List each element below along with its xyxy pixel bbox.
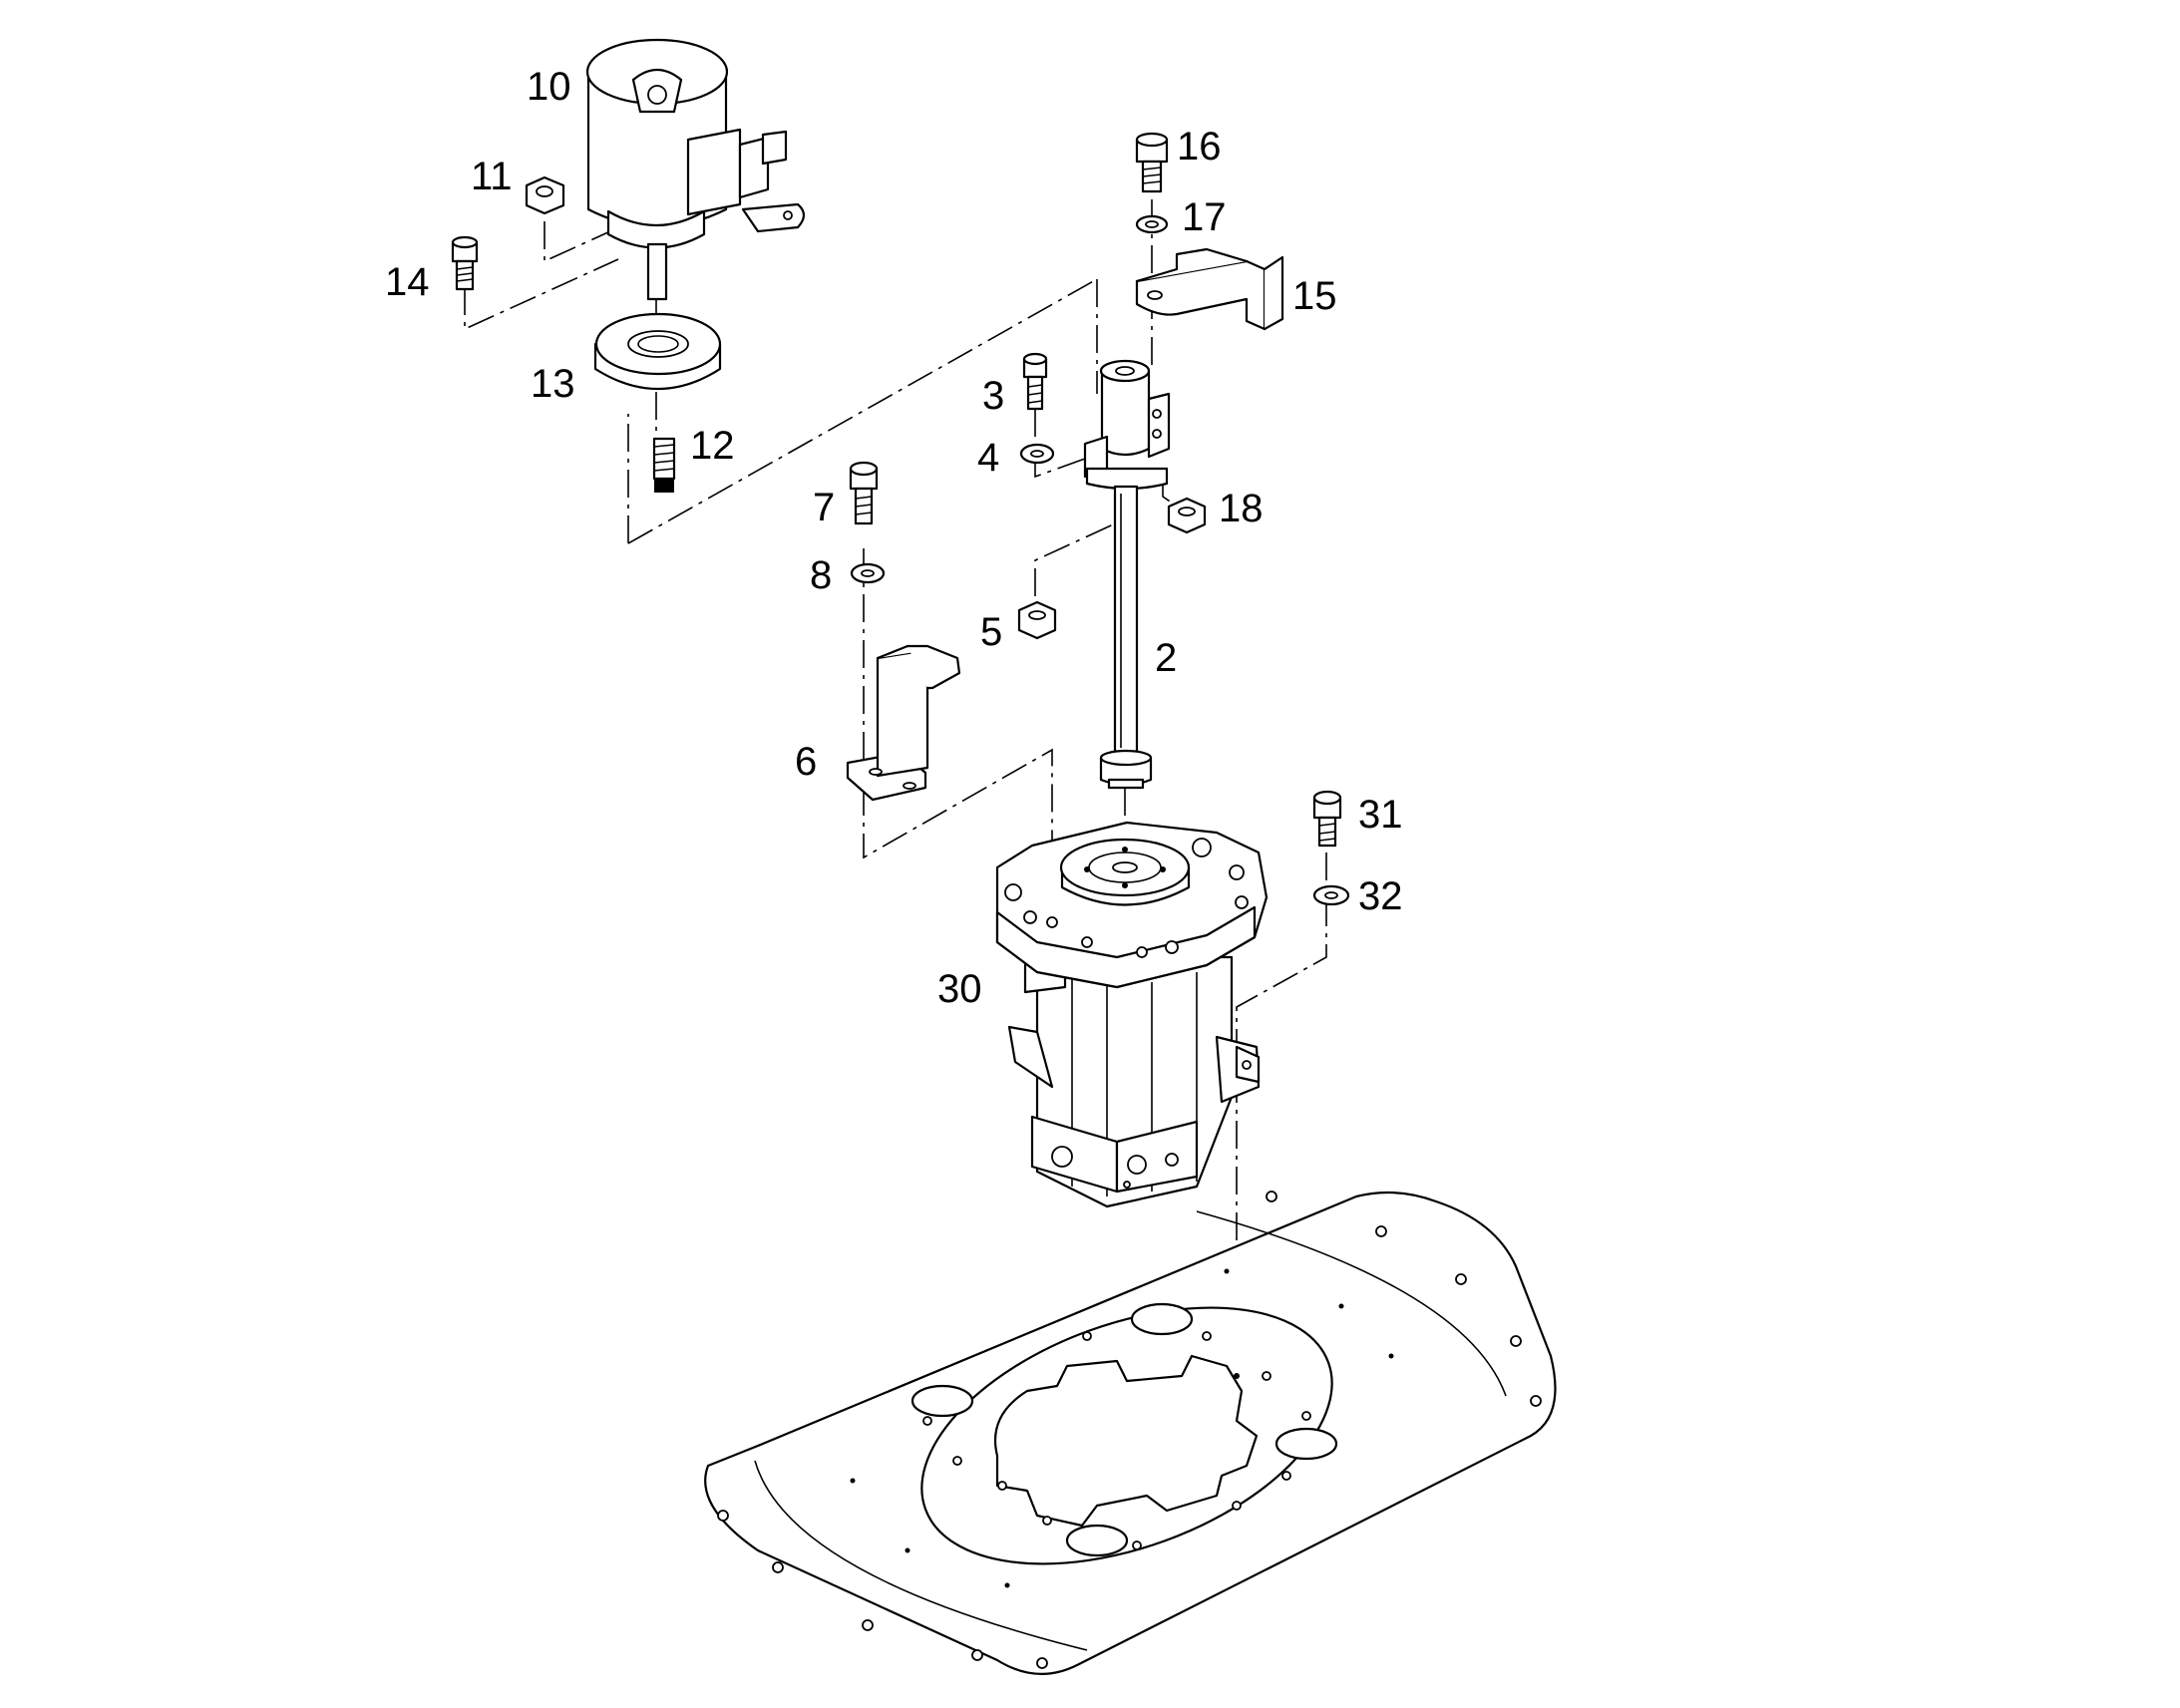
callout-30: 30 bbox=[937, 967, 982, 1011]
washer-4 bbox=[1019, 443, 1055, 465]
bolt-14 bbox=[451, 235, 479, 291]
callout-14: 14 bbox=[385, 260, 430, 304]
callout-4: 4 bbox=[977, 436, 999, 480]
set-screw-12 bbox=[652, 437, 676, 493]
callout-6: 6 bbox=[795, 740, 817, 784]
bolt-16 bbox=[1135, 132, 1169, 193]
bracket-15 bbox=[1135, 247, 1284, 331]
nut-5 bbox=[1017, 600, 1057, 640]
washer-17 bbox=[1135, 214, 1169, 234]
callout-32: 32 bbox=[1358, 874, 1403, 918]
callout-8: 8 bbox=[810, 553, 832, 597]
callout-17: 17 bbox=[1182, 195, 1227, 239]
nut-11 bbox=[525, 175, 565, 215]
callout-11: 11 bbox=[471, 155, 513, 198]
mounting-ring-13 bbox=[593, 312, 722, 391]
callout-7: 7 bbox=[813, 486, 835, 529]
washer-8 bbox=[850, 562, 886, 584]
bracket-6 bbox=[846, 644, 961, 802]
callout-2: 2 bbox=[1155, 636, 1177, 680]
callout-16: 16 bbox=[1177, 125, 1222, 169]
encoder-motor-10 bbox=[585, 38, 806, 301]
callout-10: 10 bbox=[527, 65, 571, 109]
bolt-3 bbox=[1022, 352, 1048, 411]
bolt-7 bbox=[849, 461, 879, 525]
callout-31: 31 bbox=[1358, 793, 1403, 837]
callout-18: 18 bbox=[1219, 487, 1264, 530]
callout-5: 5 bbox=[980, 610, 1002, 654]
shaft-coupling bbox=[1083, 359, 1171, 491]
washer-32 bbox=[1312, 884, 1350, 906]
nut-18 bbox=[1167, 497, 1207, 534]
callout-labels: 10 11 14 13 12 16 17 15 3 4 18 7 8 5 2 6… bbox=[385, 65, 1403, 1011]
bolt-31 bbox=[1312, 790, 1342, 848]
callout-3: 3 bbox=[982, 374, 1004, 418]
base-plate bbox=[704, 1191, 1557, 1675]
drive-shaft-2 bbox=[1099, 485, 1153, 790]
drive-motor-30 bbox=[995, 821, 1269, 1208]
callout-15: 15 bbox=[1292, 274, 1337, 318]
callout-13: 13 bbox=[531, 362, 575, 406]
callout-12: 12 bbox=[690, 424, 735, 468]
